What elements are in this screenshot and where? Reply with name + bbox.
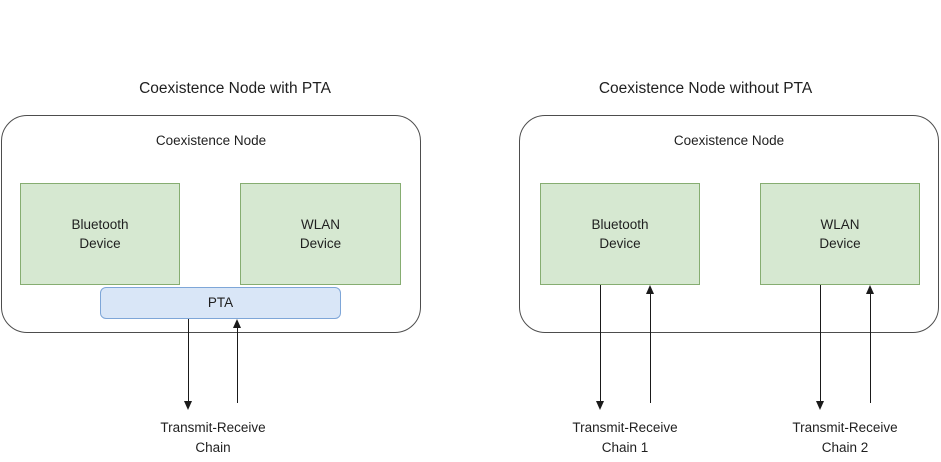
transmit-receive-chain-1-label: Transmit-Receive Chain 1 xyxy=(572,420,678,455)
chain1-transmit-arrow-line xyxy=(600,285,602,403)
chain2-transmit-arrow-line xyxy=(820,285,822,403)
chain2-receive-arrow-head-icon xyxy=(865,285,874,294)
panel-title-without-pta: Coexistence Node without PTA xyxy=(598,80,813,97)
bluetooth-device-box-without-pta: Bluetooth Device xyxy=(540,183,700,285)
wlan-device-label: WLAN Device xyxy=(299,217,342,251)
coexistence-node-label-with-pta: Coexistence Node xyxy=(155,133,267,148)
panel-without-pta: Coexistence Node without PTA Coexistence… xyxy=(470,0,941,462)
wlan-device-label: WLAN Device xyxy=(819,217,861,251)
panel-with-pta: Coexistence Node with PTA Coexistence No… xyxy=(0,0,470,462)
pta-receive-arrow-head-icon xyxy=(232,319,241,328)
bluetooth-device-label: Bluetooth Device xyxy=(71,217,129,251)
pta-label: PTA xyxy=(207,295,234,310)
coexistence-node-label-without-pta: Coexistence Node xyxy=(673,133,785,148)
transmit-receive-chain-2-label: Transmit-Receive Chain 2 xyxy=(792,420,898,455)
chain1-transmit-arrow-head-icon xyxy=(595,401,604,410)
wlan-device-box-without-pta: WLAN Device xyxy=(760,183,920,285)
wlan-device-box-with-pta: WLAN Device xyxy=(240,183,401,285)
panel-title-with-pta: Coexistence Node with PTA xyxy=(139,80,331,97)
transmit-receive-chain-label: Transmit-Receive Chain xyxy=(160,420,266,455)
bluetooth-device-label: Bluetooth Device xyxy=(591,217,649,251)
chain1-receive-arrow-head-icon xyxy=(645,285,654,294)
pta-transmit-arrow-line xyxy=(188,319,190,403)
chain2-receive-arrow-line xyxy=(870,293,872,403)
bluetooth-device-box-with-pta: Bluetooth Device xyxy=(20,183,180,285)
chain1-receive-arrow-line xyxy=(650,293,652,403)
pta-box: PTA xyxy=(100,287,341,319)
chain2-transmit-arrow-head-icon xyxy=(815,401,824,410)
pta-receive-arrow-line xyxy=(237,327,239,403)
pta-transmit-arrow-head-icon xyxy=(183,401,192,410)
